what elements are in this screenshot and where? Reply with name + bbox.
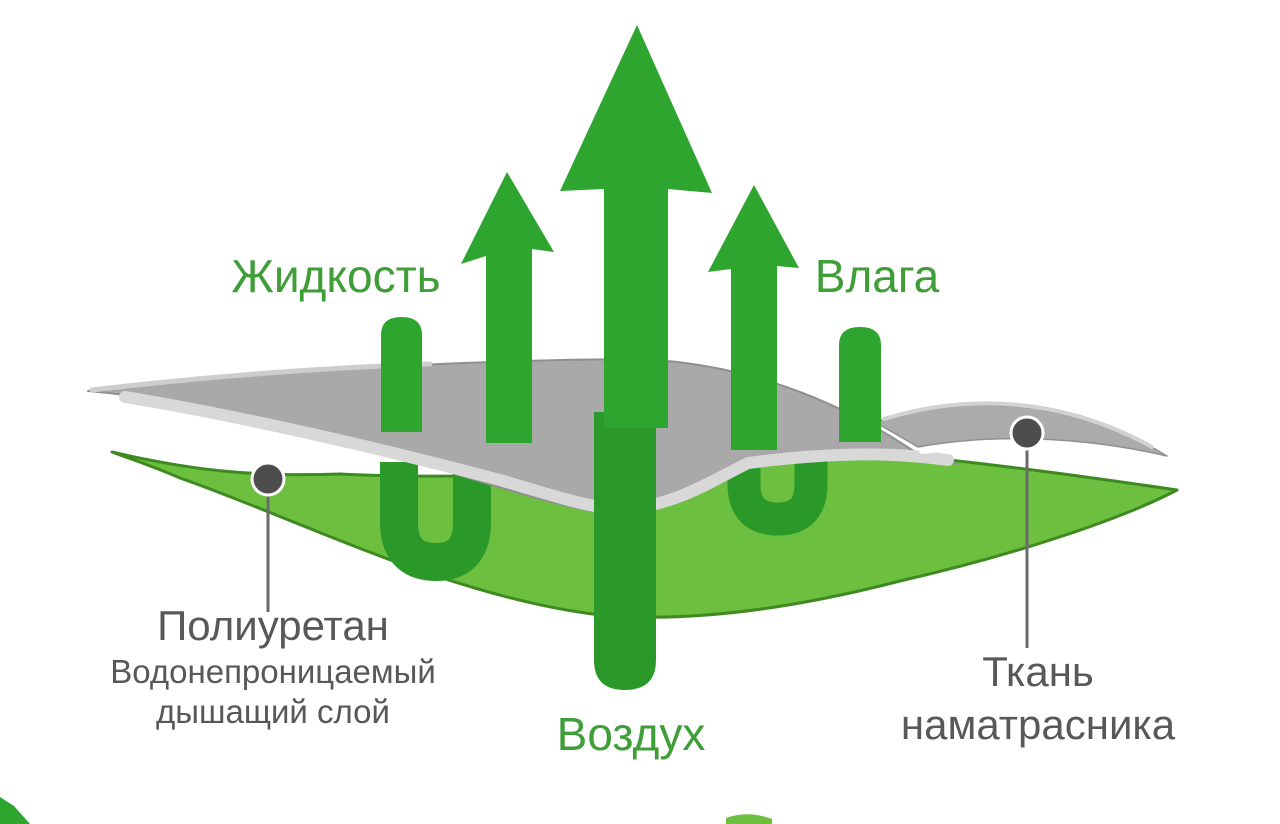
marker-fabric (1009, 415, 1045, 451)
arrow-center (560, 25, 712, 428)
label-air: Воздух (556, 708, 706, 760)
label-liquid: Жидкость (231, 250, 441, 302)
label-polyurethane-line2: Водонепроницаемый (110, 652, 436, 690)
u-bend-left (380, 460, 491, 582)
arrow-left (461, 172, 554, 443)
marker-polyurethane (250, 461, 286, 497)
label-moisture: Влага (814, 250, 940, 302)
label-fabric-line2: наматрасника (900, 700, 1176, 748)
label-polyurethane: Полиуретан Водонепроницаемый дышащий сло… (110, 602, 436, 731)
decoration-bottom-center (726, 814, 772, 824)
label-fabric-line1: Ткань (982, 648, 1094, 695)
fabric-wing-slit (919, 443, 1155, 460)
label-fabric: Ткань наматрасника (900, 648, 1176, 748)
decoration-bottom-left (0, 797, 30, 824)
fabric-wing-highlight (882, 401, 1154, 449)
u-bend-right (727, 422, 828, 536)
arrow-center-lower-stem (594, 412, 656, 690)
arrow-right (708, 185, 799, 450)
vapor-bar-right (839, 327, 881, 442)
vapor-bar-left (381, 317, 422, 432)
label-polyurethane-title: Полиуретан (157, 602, 389, 649)
label-polyurethane-line3: дышащий слой (156, 693, 390, 731)
